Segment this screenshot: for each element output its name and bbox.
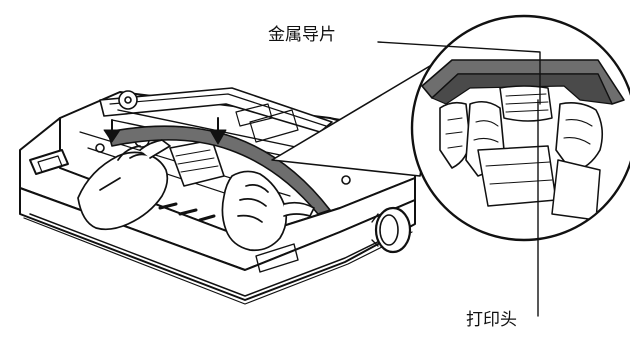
leader-lines [377, 41, 541, 317]
metal-guide-label: 金属导片 [268, 25, 336, 45]
magnified-detail [410, 14, 630, 242]
metal-guide-strip [107, 125, 331, 215]
left-hand [77, 139, 171, 231]
push-arrows [103, 117, 227, 145]
right-hand [221, 170, 315, 252]
print-head-label: 打印头 [466, 310, 517, 330]
